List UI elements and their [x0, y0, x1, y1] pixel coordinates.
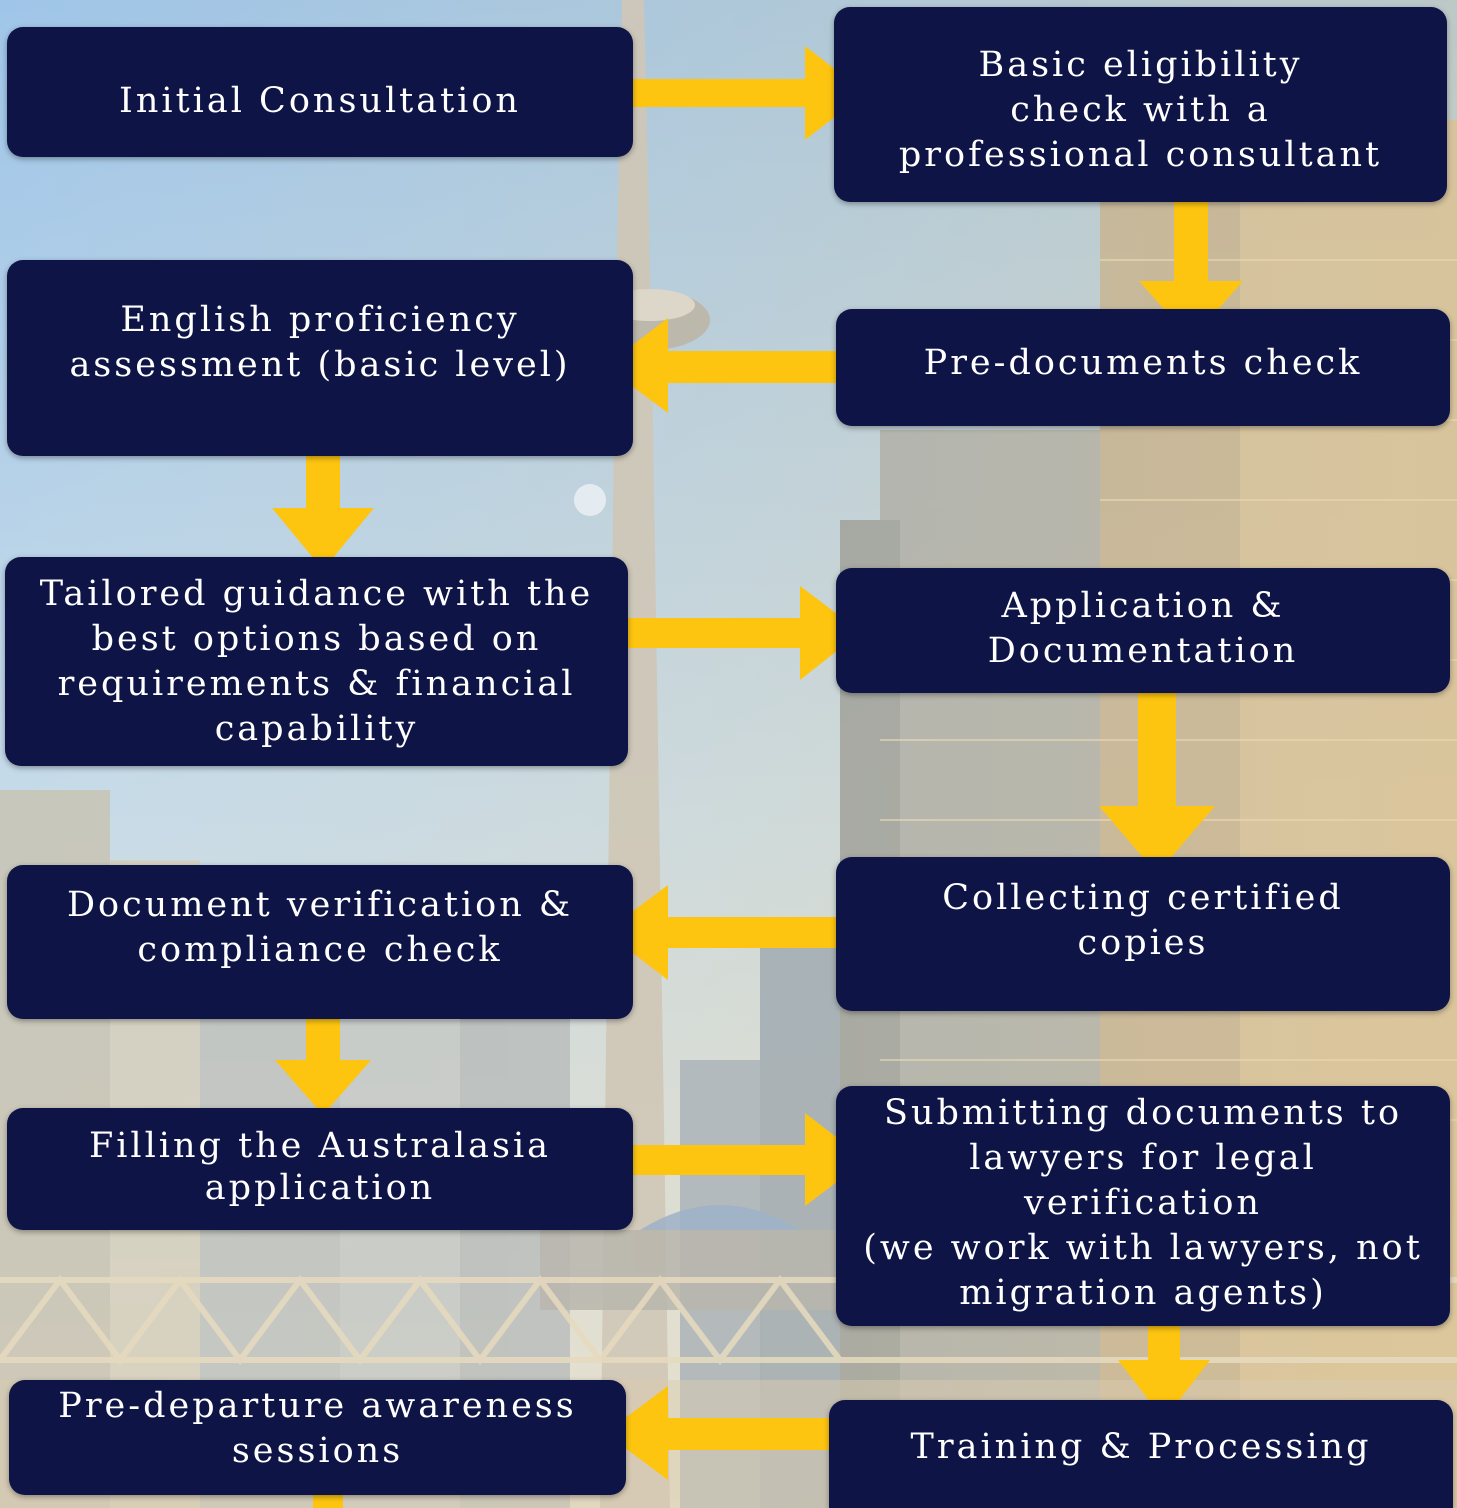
arrow-down-3: [1099, 692, 1215, 874]
step-text-line: Document verification &: [66, 885, 574, 925]
arrow-right-3: [633, 1113, 866, 1206]
step-text-line: Initial Consultation: [119, 81, 521, 121]
step-text-line: (we work with lawyers, not: [863, 1228, 1423, 1268]
step-training-processing: Training & Processing: [829, 1400, 1453, 1508]
step-text-line: copies: [1077, 923, 1209, 963]
step-text-line: Training & Processing: [910, 1427, 1372, 1467]
step-text-line: application: [204, 1168, 436, 1208]
step-text-line: capability: [214, 709, 419, 749]
step-text-line: Submitting documents to: [883, 1093, 1403, 1133]
step-text-line: migration agents): [959, 1273, 1327, 1313]
arrow-down-5: [1118, 1318, 1210, 1420]
arrow-left-1: [605, 318, 840, 413]
step-english-assessment: English proficiency assessment (basic le…: [7, 260, 633, 456]
step-submitting-documents: Submitting documents to lawyers for lega…: [836, 1086, 1450, 1326]
step-collecting-copies: Collecting certified copies: [836, 857, 1450, 1011]
step-text-line: lawyers for legal: [969, 1138, 1317, 1178]
step-text-line: requirements & financial: [57, 664, 576, 704]
step-pre-documents-check: Pre-documents check: [836, 309, 1450, 426]
step-text-line: Application &: [1001, 586, 1285, 626]
step-text-line: assessment (basic level): [69, 345, 571, 385]
arrow-down-2: [272, 455, 374, 570]
arrow-left-3: [605, 1386, 840, 1480]
arrow-down-1: [1139, 200, 1243, 340]
step-text-line: Pre-departure awareness: [58, 1386, 577, 1426]
step-text-line: Filling the Australasia: [88, 1126, 552, 1166]
step-document-verification: Document verification & compliance check: [7, 865, 633, 1019]
step-tailored-guidance: Tailored guidance with the best options …: [5, 557, 628, 766]
step-text-line: Collecting certified: [942, 878, 1344, 918]
step-text-line: professional consultant: [898, 135, 1383, 175]
step-application-documentation: Application & Documentation: [836, 568, 1450, 693]
step-text-line: Pre-documents check: [923, 343, 1363, 383]
step-initial-consultation: Initial Consultation: [7, 27, 633, 157]
step-eligibility-check: Basic eligibility check with a professio…: [834, 7, 1447, 202]
step-text-line: Documentation: [987, 631, 1299, 671]
arrow-down-4: [275, 1011, 371, 1115]
arrow-down-6-stub: [313, 1492, 343, 1508]
arrow-right-2: [628, 586, 861, 680]
step-filling-application: Filling the Australasia application: [7, 1108, 633, 1230]
step-text-line: Tailored guidance with the: [39, 574, 594, 614]
arrow-right-1: [633, 46, 866, 140]
step-text-line: sessions: [231, 1431, 404, 1471]
step-text-line: compliance check: [137, 930, 503, 970]
step-text-line: verification: [1024, 1183, 1262, 1223]
step-text-line: check with a: [1010, 90, 1271, 130]
step-text-line: Basic eligibility: [978, 45, 1303, 85]
arrow-left-2: [605, 885, 840, 980]
step-text-line: English proficiency: [120, 300, 520, 340]
step-pre-departure: Pre-departure awareness sessions: [9, 1380, 626, 1495]
step-text-line: best options based on: [91, 619, 542, 659]
